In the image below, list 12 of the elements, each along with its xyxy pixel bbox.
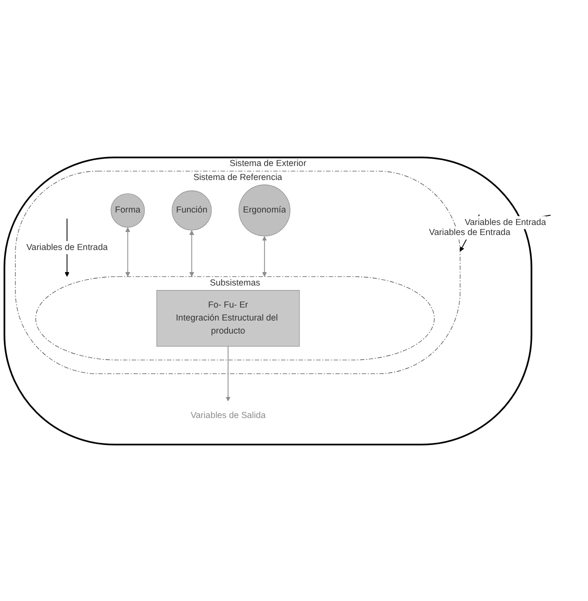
- edge-label: Variables de Entrada: [429, 228, 510, 237]
- edge-label: Variables de Entrada: [26, 242, 108, 252]
- node-circle: Forma: [110, 192, 145, 228]
- node-circle: Ergonomía: [238, 184, 290, 236]
- arrow: [226, 345, 230, 401]
- node-text: Variables de Salida: [190, 410, 266, 420]
- node-circle: Función: [172, 190, 212, 230]
- node-box: Fo- Fu- Er Integración Estructural del producto: [156, 290, 300, 346]
- arrow: [189, 230, 194, 276]
- edge-label: Variables de Entrada: [464, 217, 546, 227]
- arrow: [125, 226, 130, 276]
- arrow: [262, 236, 267, 276]
